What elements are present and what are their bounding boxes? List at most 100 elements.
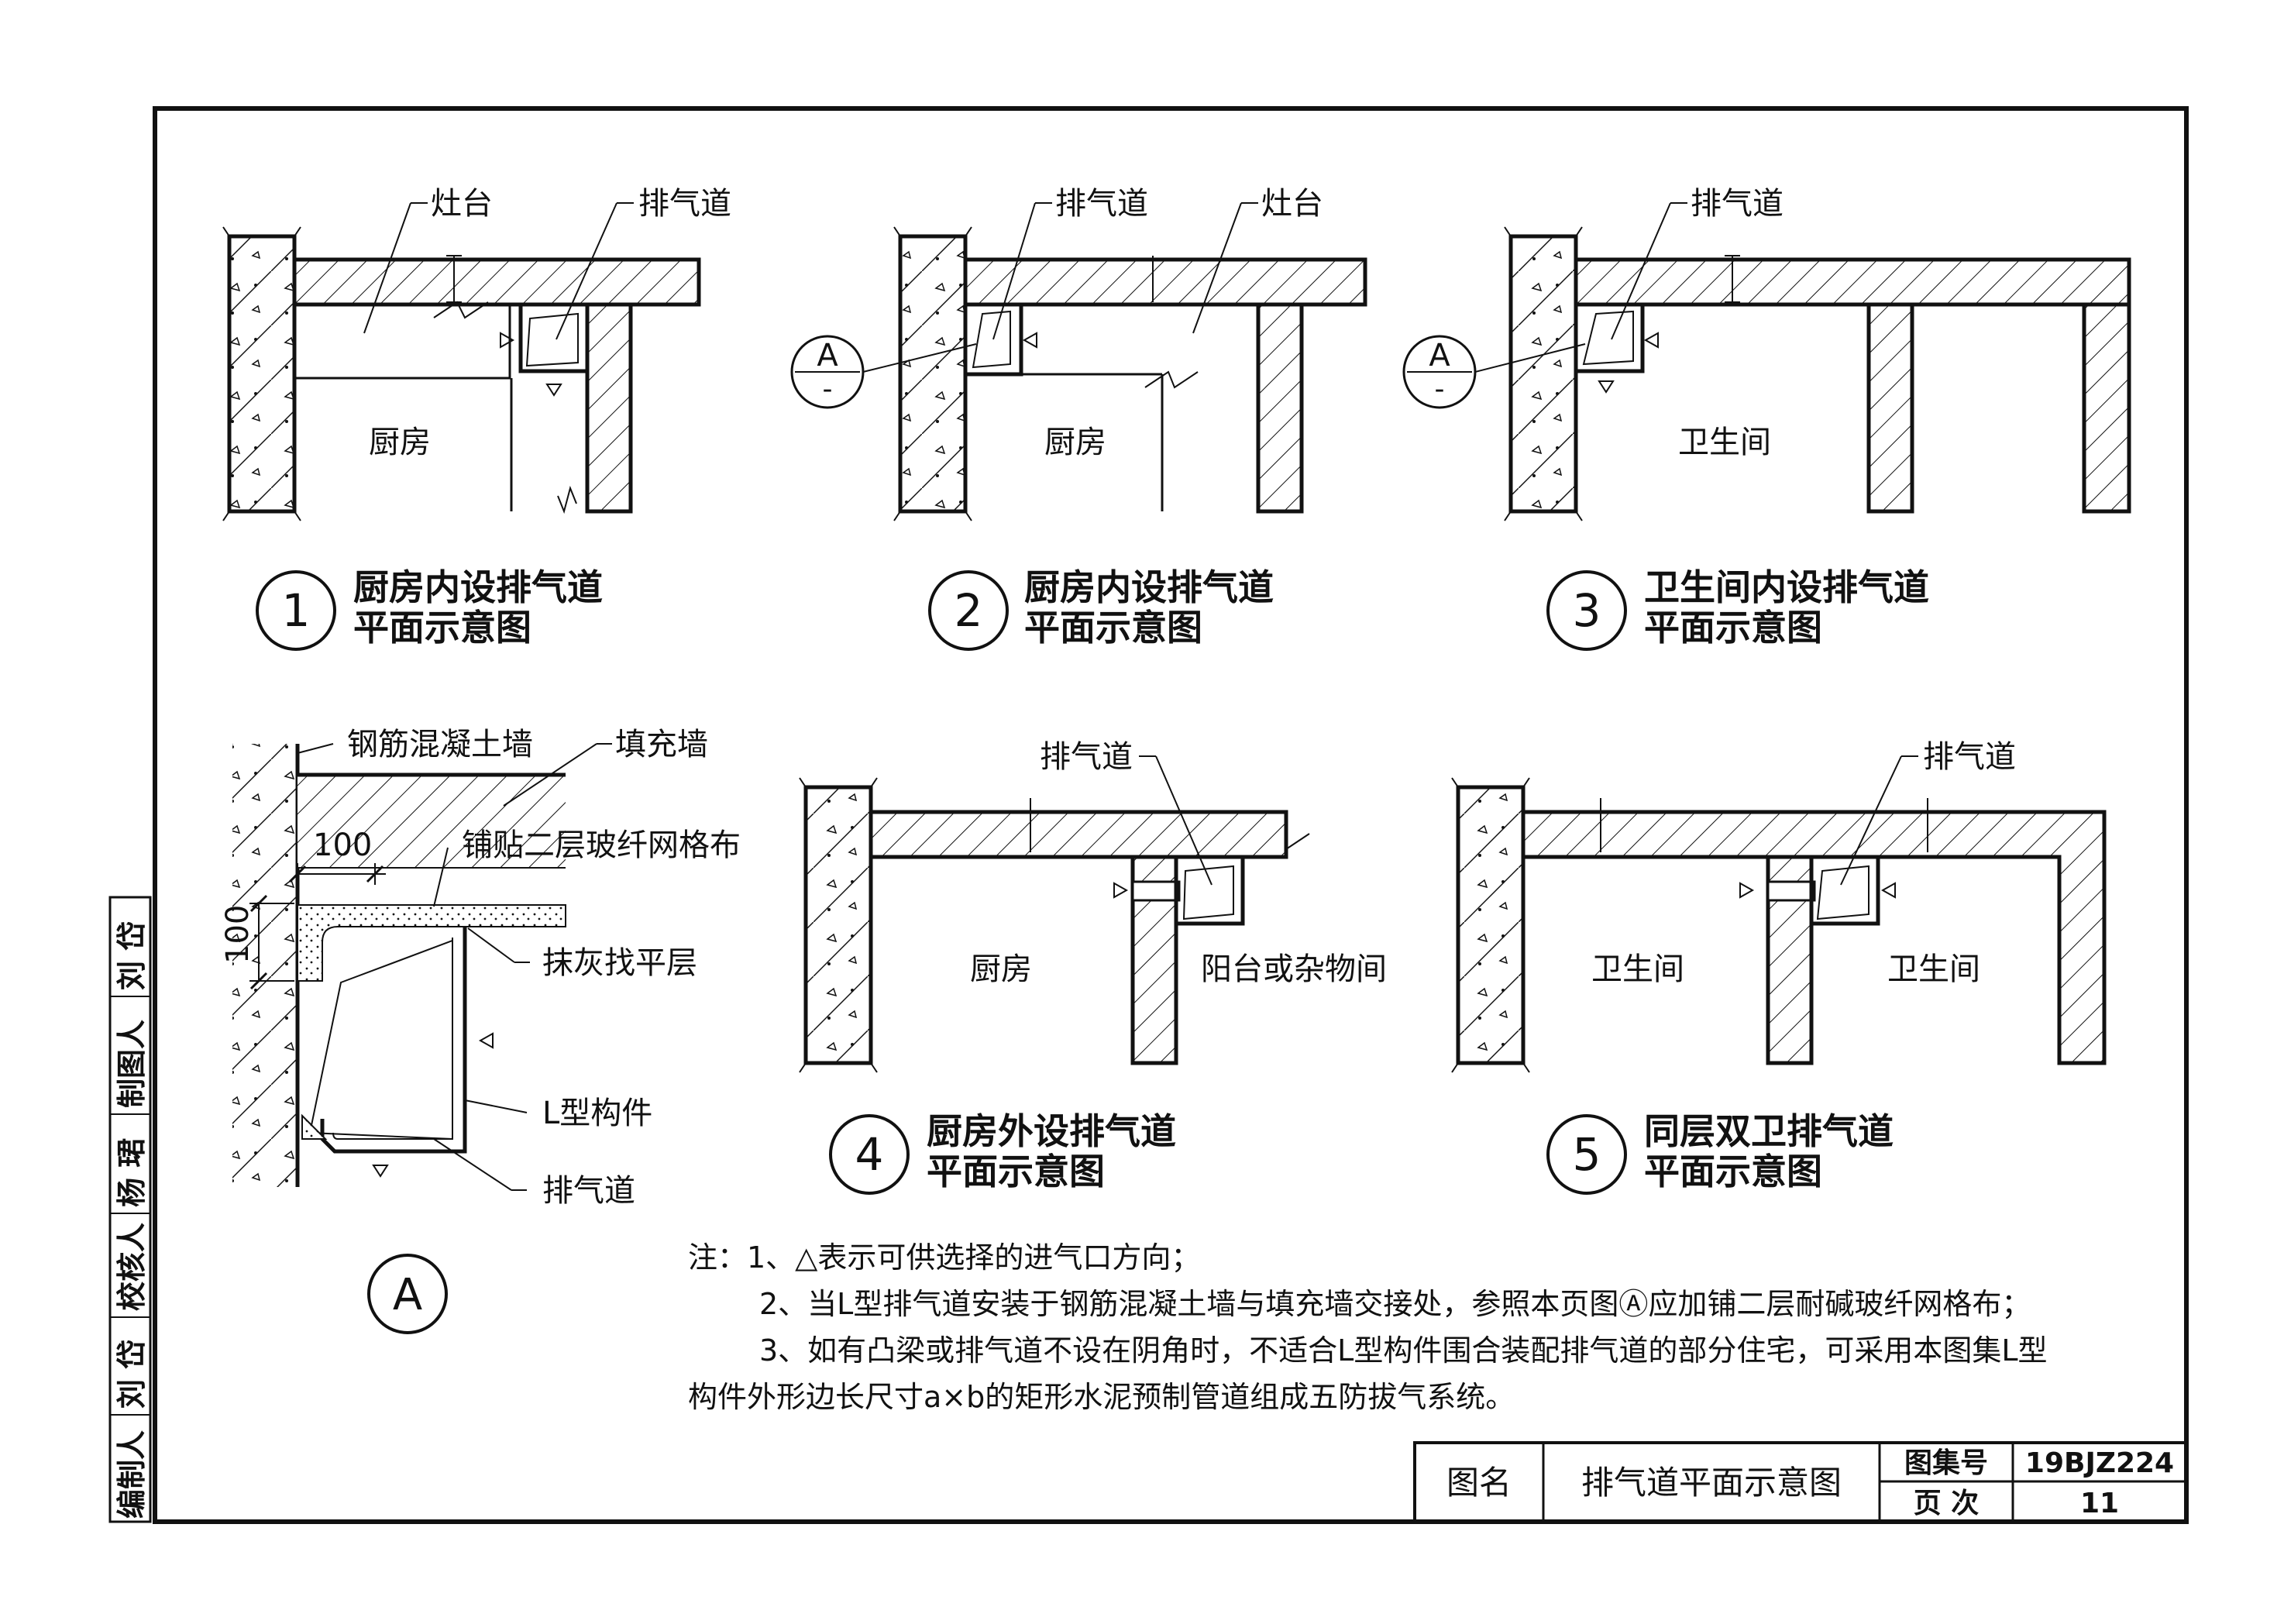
sidebar-item-checker-name: 杨 珺 bbox=[115, 1138, 149, 1207]
inlet-arrow-left bbox=[1739, 882, 1755, 899]
inlet-arrow-left bbox=[1113, 882, 1129, 899]
break-line bbox=[1144, 256, 1199, 389]
label-room: 厨房 bbox=[1044, 425, 1106, 460]
label-duct: 排气道 bbox=[1040, 739, 1133, 775]
label-stove: 灶台 bbox=[431, 186, 493, 222]
dim-horizontal: 100 bbox=[313, 827, 372, 863]
dim-vertical: 100 bbox=[220, 905, 256, 964]
inlet-arrow-down bbox=[545, 384, 562, 397]
sidebar-item-drafter: 编制人 bbox=[115, 1430, 149, 1519]
leader-l-member bbox=[464, 1099, 528, 1113]
diagram-number: 3 bbox=[1573, 584, 1601, 637]
leader-duct bbox=[1155, 755, 1213, 886]
plaster-layer bbox=[297, 904, 566, 982]
note-line-1: 注：1、△表示可供选择的进气口方向； bbox=[688, 1240, 1200, 1275]
title-block-name-label: 图名 bbox=[1446, 1464, 1512, 1502]
infill-wall bbox=[298, 775, 566, 868]
diagram-number-circle bbox=[1546, 1114, 1627, 1195]
sidebar-item-drafter-name: 刘 岱 bbox=[115, 1340, 149, 1409]
title-block-page-label: 页 次 bbox=[1914, 1488, 1980, 1519]
concrete-wall bbox=[898, 234, 968, 514]
diagram-number: 5 bbox=[1573, 1128, 1601, 1181]
label-duct: 排气道 bbox=[1923, 739, 2016, 775]
detail-letter: A bbox=[393, 1270, 422, 1320]
diagram-title-line1: 厨房内设排气道 bbox=[1024, 566, 1274, 608]
exhaust-duct bbox=[1809, 855, 1880, 926]
diagram-title-line2: 平面示意图 bbox=[1644, 607, 1822, 649]
title-block-name-value: 排气道平面示意图 bbox=[1581, 1464, 1842, 1502]
break-line-bottom bbox=[557, 485, 577, 514]
leader-infill bbox=[503, 743, 597, 807]
break-line bbox=[1600, 798, 1928, 852]
diagram-title-line2: 平面示意图 bbox=[353, 607, 531, 649]
duct-inner bbox=[1582, 310, 1634, 366]
inlet-arrow-left bbox=[500, 332, 515, 349]
note-line-4: 构件外形边长尺寸a×b的矩形水泥预制管道组成五防拔气系统。 bbox=[688, 1380, 1515, 1414]
duct-inner bbox=[1182, 865, 1234, 920]
sidebar-item-checker: 校核人 bbox=[115, 1223, 149, 1311]
diagram-number: 4 bbox=[855, 1128, 884, 1181]
concrete-wall bbox=[803, 785, 873, 1065]
exhaust-duct bbox=[1174, 855, 1245, 926]
label-duct: 排气道 bbox=[1055, 186, 1148, 222]
label-l-member: L型构件 bbox=[542, 1096, 652, 1131]
leader-ref bbox=[862, 343, 977, 373]
inlet-arrow-right bbox=[1643, 332, 1659, 349]
inlet-arrow-right bbox=[1880, 882, 1896, 899]
sidebar-strip: 编制人 刘 岱 校核人 杨 珺 制图人 刘 岱 bbox=[108, 896, 152, 1523]
leader-mesh bbox=[433, 847, 449, 907]
label-room: 厨房 bbox=[369, 425, 431, 460]
notes: 注：1、△表示可供选择的进气口方向； 2、当L型排气道安装于钢筋混凝土墙与填充墙… bbox=[688, 1240, 2048, 1414]
l-member bbox=[320, 927, 467, 1154]
label-room-left: 厨房 bbox=[970, 951, 1032, 987]
break-line bbox=[1030, 798, 1310, 852]
leader-duct bbox=[1611, 202, 1671, 340]
leader-plaster bbox=[467, 927, 515, 963]
label-plaster: 抹灰找平层 bbox=[542, 945, 697, 981]
concrete-wall bbox=[1456, 785, 1526, 1065]
partition-wall bbox=[1256, 302, 1304, 514]
diagram-2: A - 排气道 灶台 厨房 2 厨房内设排气道 平面示意图 bbox=[790, 186, 1367, 651]
stove-counter bbox=[293, 303, 511, 380]
sidebar-item-illustrator-name: 刘 岱 bbox=[115, 921, 149, 990]
ref-letter: A bbox=[1429, 338, 1450, 373]
label-room-left: 卫生间 bbox=[1591, 951, 1684, 987]
duct-connector bbox=[1766, 880, 1816, 902]
top-wall bbox=[292, 257, 701, 307]
diagram-number: 2 bbox=[955, 584, 983, 637]
ref-sub: - bbox=[1435, 373, 1445, 405]
corner-fill bbox=[301, 1113, 328, 1140]
label-duct: 排气道 bbox=[638, 186, 731, 222]
leader-rc-wall bbox=[297, 743, 334, 754]
note-line-3: 3、如有凸梁或排气道不设在阴角时，不适合L型构件围合装配排气道的部分住宅，可采用… bbox=[759, 1333, 2048, 1368]
top-wall bbox=[1574, 257, 2131, 307]
partition-wall-right bbox=[2082, 302, 2131, 514]
diagram-3: A - 排气道 卫生间 3 卫生间内设排气道 平面示意图 bbox=[1402, 186, 2131, 651]
diagram-1: 灶台 排气道 厨房 1 厨房内设排气道 平面示意图 bbox=[222, 186, 731, 651]
label-room: 卫生间 bbox=[1678, 425, 1771, 460]
leader-stove bbox=[1192, 202, 1242, 334]
l-member-inner bbox=[332, 938, 453, 1140]
diagram-title-line1: 厨房外设排气道 bbox=[927, 1110, 1176, 1152]
diagram-title-line1: 厨房内设排气道 bbox=[353, 566, 603, 608]
diagram-5: 排气道 卫生间 卫生间 5 同层双卫排气道 平面示意图 bbox=[1451, 739, 2107, 1195]
exhaust-duct bbox=[518, 302, 590, 373]
exhaust-duct bbox=[1574, 302, 1645, 373]
label-rc-wall: 钢筋混凝土墙 bbox=[347, 727, 533, 762]
label-room-right: 卫生间 bbox=[1887, 951, 1980, 987]
leader-duct bbox=[1840, 755, 1902, 886]
title-block: 图名 排气道平面示意图 图集号 19BJZ224 页 次 11 bbox=[1413, 1441, 2188, 1523]
title-block-page-value: 11 bbox=[2080, 1488, 2119, 1519]
top-wall bbox=[869, 810, 1288, 859]
partition-wall bbox=[1866, 302, 1914, 514]
sidebar-item-illustrator: 制图人 bbox=[115, 1020, 149, 1108]
rc-wall-hatch bbox=[232, 744, 298, 1187]
inlet-arrow-down bbox=[1598, 380, 1615, 394]
leader-duct bbox=[556, 202, 617, 340]
concrete-wall bbox=[227, 234, 297, 514]
leader-duct bbox=[433, 1138, 512, 1191]
duct-inner bbox=[1816, 865, 1870, 920]
diagram-title-line1: 同层双卫排气道 bbox=[1644, 1110, 1894, 1152]
duct-inner bbox=[525, 312, 579, 367]
